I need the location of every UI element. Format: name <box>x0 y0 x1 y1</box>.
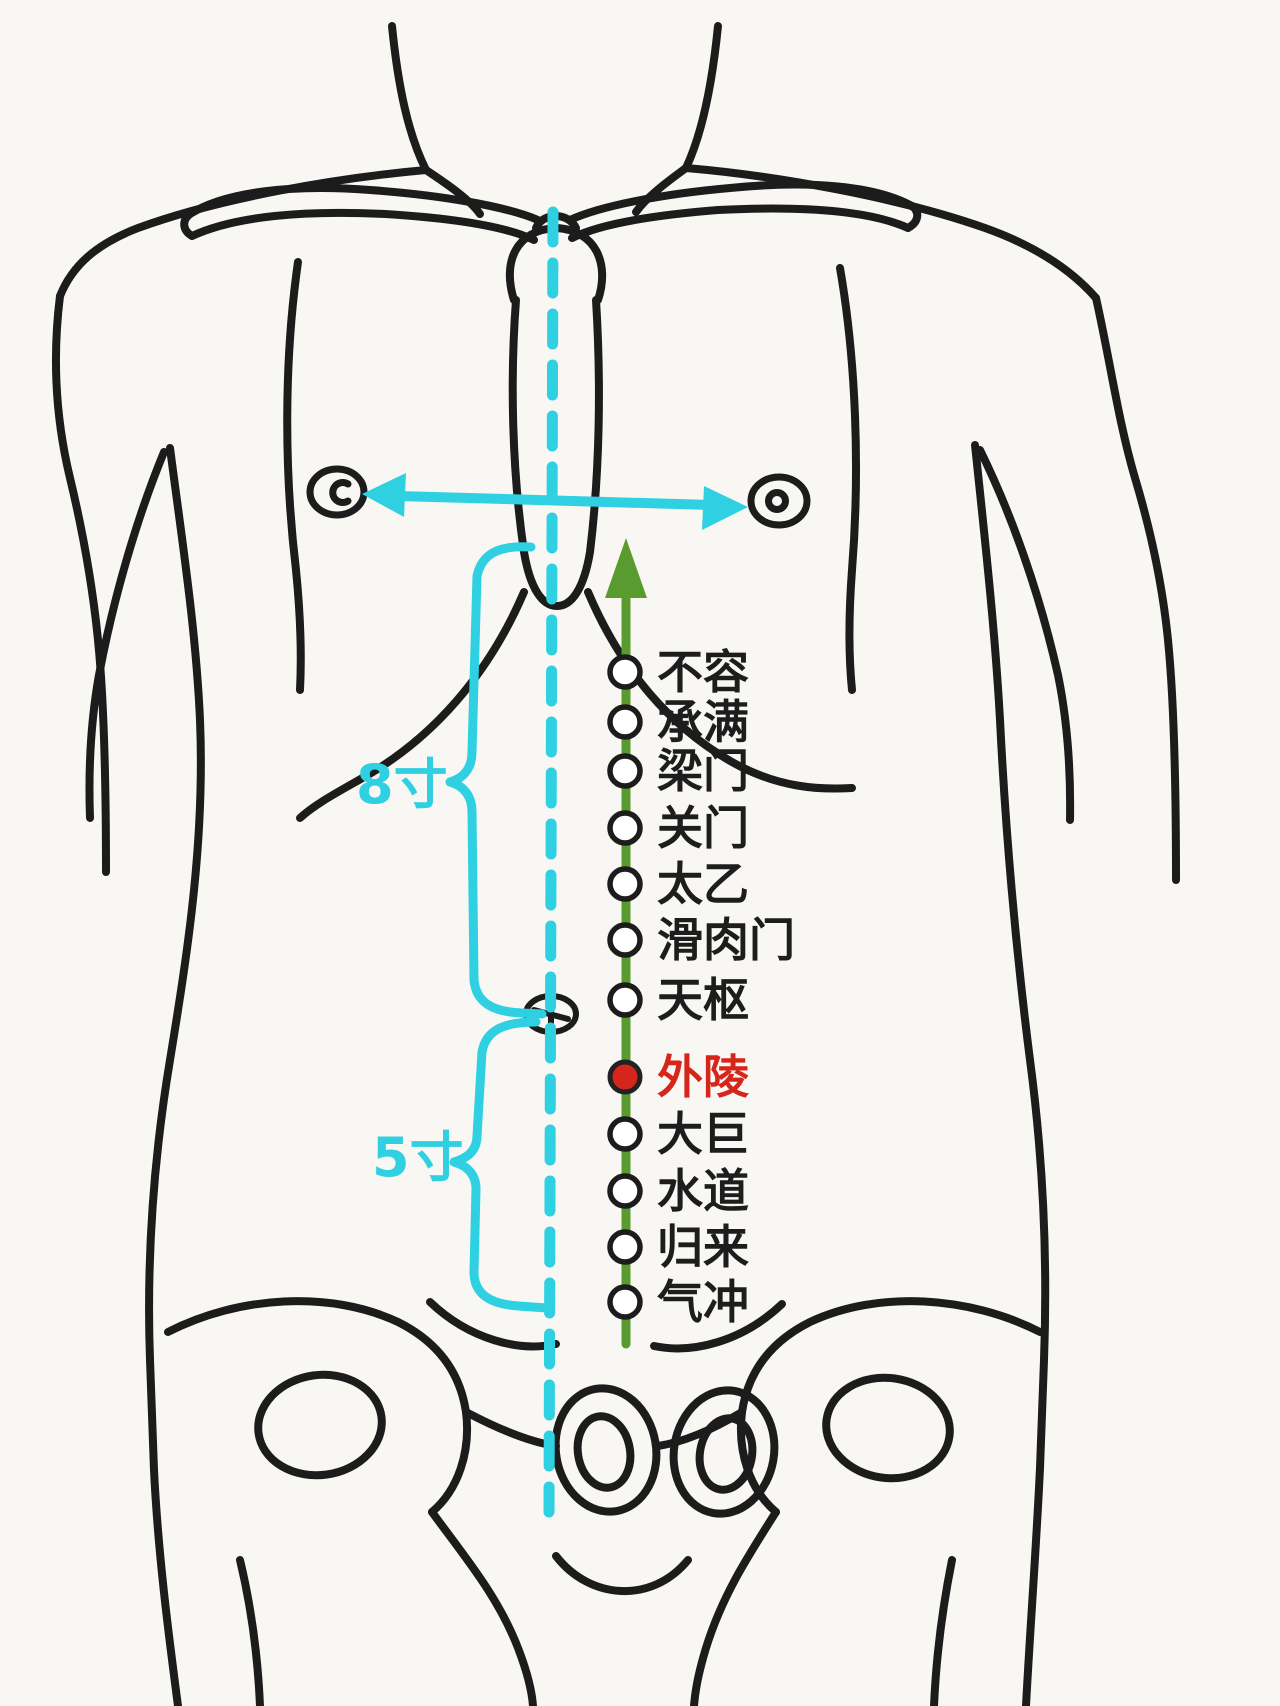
neck-line-left <box>388 22 430 174</box>
acupoint-label: 水道 <box>657 1164 749 1218</box>
acupoint-dot <box>607 1229 643 1265</box>
acupoint-dot <box>607 1116 643 1152</box>
meridian-arrowhead-icon <box>605 538 647 598</box>
groin-line-right <box>690 1508 780 1706</box>
hip-socket-right <box>822 1373 954 1483</box>
pubic-bone-right-inner <box>695 1414 757 1494</box>
leg-outer-left <box>150 1466 182 1706</box>
acupoint-label: 大巨 <box>657 1107 749 1161</box>
acupoint-label: 不容 <box>657 645 749 699</box>
acupoint-dot <box>607 810 643 846</box>
nipple-left-center <box>329 479 352 506</box>
acupoint-label: 梁门 <box>657 744 749 798</box>
acupoint-labels: 不容 承满 梁门 关门 太乙 滑肉门 天枢 外陵 大巨 水道 归来 气冲 <box>657 645 795 1329</box>
nipple-right <box>747 473 811 529</box>
pelvis-bridge-right <box>654 1408 746 1450</box>
acupoint-label: 太乙 <box>657 857 749 911</box>
costal-margin-right <box>584 588 856 793</box>
arm-inner-left <box>85 448 168 822</box>
shoulder-left <box>56 166 430 300</box>
acupoint-dot <box>607 1173 643 1209</box>
acupoint-dots <box>607 654 643 1320</box>
arm-outer-right <box>1092 294 1180 884</box>
brace-5cun <box>449 1017 552 1313</box>
brace-8cun <box>445 542 547 1019</box>
chest-side-left <box>283 258 305 694</box>
nipple-left <box>306 465 368 519</box>
pelvis-bridge-left <box>462 1408 560 1450</box>
iliac-wing-left <box>164 1297 471 1516</box>
clavicle-left-top <box>186 184 542 224</box>
arrowhead-left-icon <box>362 473 406 517</box>
sacrum-arc-right <box>650 1300 786 1353</box>
midline-dashed <box>543 206 559 1518</box>
nipples <box>306 465 811 529</box>
acupoint-label: 天枢 <box>657 973 749 1027</box>
acupoint-label: 滑肉门 <box>657 913 795 967</box>
shoulder-right <box>682 164 1100 302</box>
acupoint-label: 承满 <box>657 695 749 749</box>
acupoint-dot-highlight <box>607 1059 643 1095</box>
sacrum-arc-left <box>426 1298 560 1351</box>
clavicle-right-top <box>566 180 916 224</box>
leg-inner-right <box>930 1556 956 1706</box>
acupoint-label: 关门 <box>657 801 749 855</box>
nipple-width-arrow <box>362 473 748 530</box>
nipple-right-center <box>765 489 789 513</box>
measurement-braces: 8寸 5寸 <box>356 542 552 1313</box>
torso-side-right <box>971 441 1050 1472</box>
acupoint-label: 归来 <box>657 1220 749 1274</box>
acupoint-dot <box>607 753 643 789</box>
neck-base-right <box>632 164 690 216</box>
leg-inner-left <box>236 1556 264 1706</box>
clavicle-right-cap <box>904 202 922 232</box>
costal-margin-left <box>296 588 528 822</box>
pubic-arch <box>552 1552 692 1595</box>
chest-side-right <box>836 264 860 694</box>
neck-line-right <box>682 22 722 172</box>
pelvis-outline <box>150 1297 1044 1706</box>
acupoint-dot <box>607 866 643 902</box>
iliac-wing-right <box>737 1297 1044 1516</box>
acupoint-dot <box>607 922 643 958</box>
acupoint-label-highlight: 外陵 <box>657 1050 750 1104</box>
clavicle-right-bottom <box>568 204 912 242</box>
clavicle-left-cap <box>180 210 196 240</box>
acupoint-dot <box>607 654 643 690</box>
acupoint-dot <box>607 704 643 740</box>
torso-outline <box>51 22 1180 1474</box>
acupoint-dot <box>607 1284 643 1320</box>
arm-outer-left <box>51 292 110 876</box>
sternum-body <box>508 296 603 610</box>
pubic-bone-left-inner <box>573 1412 635 1492</box>
arrowhead-right-icon <box>702 486 748 530</box>
leg-outer-right <box>1022 1464 1044 1706</box>
clavicle-left-bottom <box>188 208 538 244</box>
nipple-arrow-shaft <box>393 491 717 510</box>
groin-line-left <box>428 1508 537 1706</box>
measure-label-5cun: 5寸 <box>372 1126 464 1189</box>
acupoint-dot <box>607 982 643 1018</box>
pubic-bone-left <box>551 1384 661 1516</box>
hip-socket-left <box>254 1370 386 1480</box>
torso-side-left <box>145 444 205 1474</box>
acupoint-label: 气冲 <box>657 1275 749 1329</box>
measure-label-8cun: 8寸 <box>356 753 448 816</box>
neck-base-left <box>422 166 484 218</box>
arm-inner-right <box>976 446 1075 824</box>
